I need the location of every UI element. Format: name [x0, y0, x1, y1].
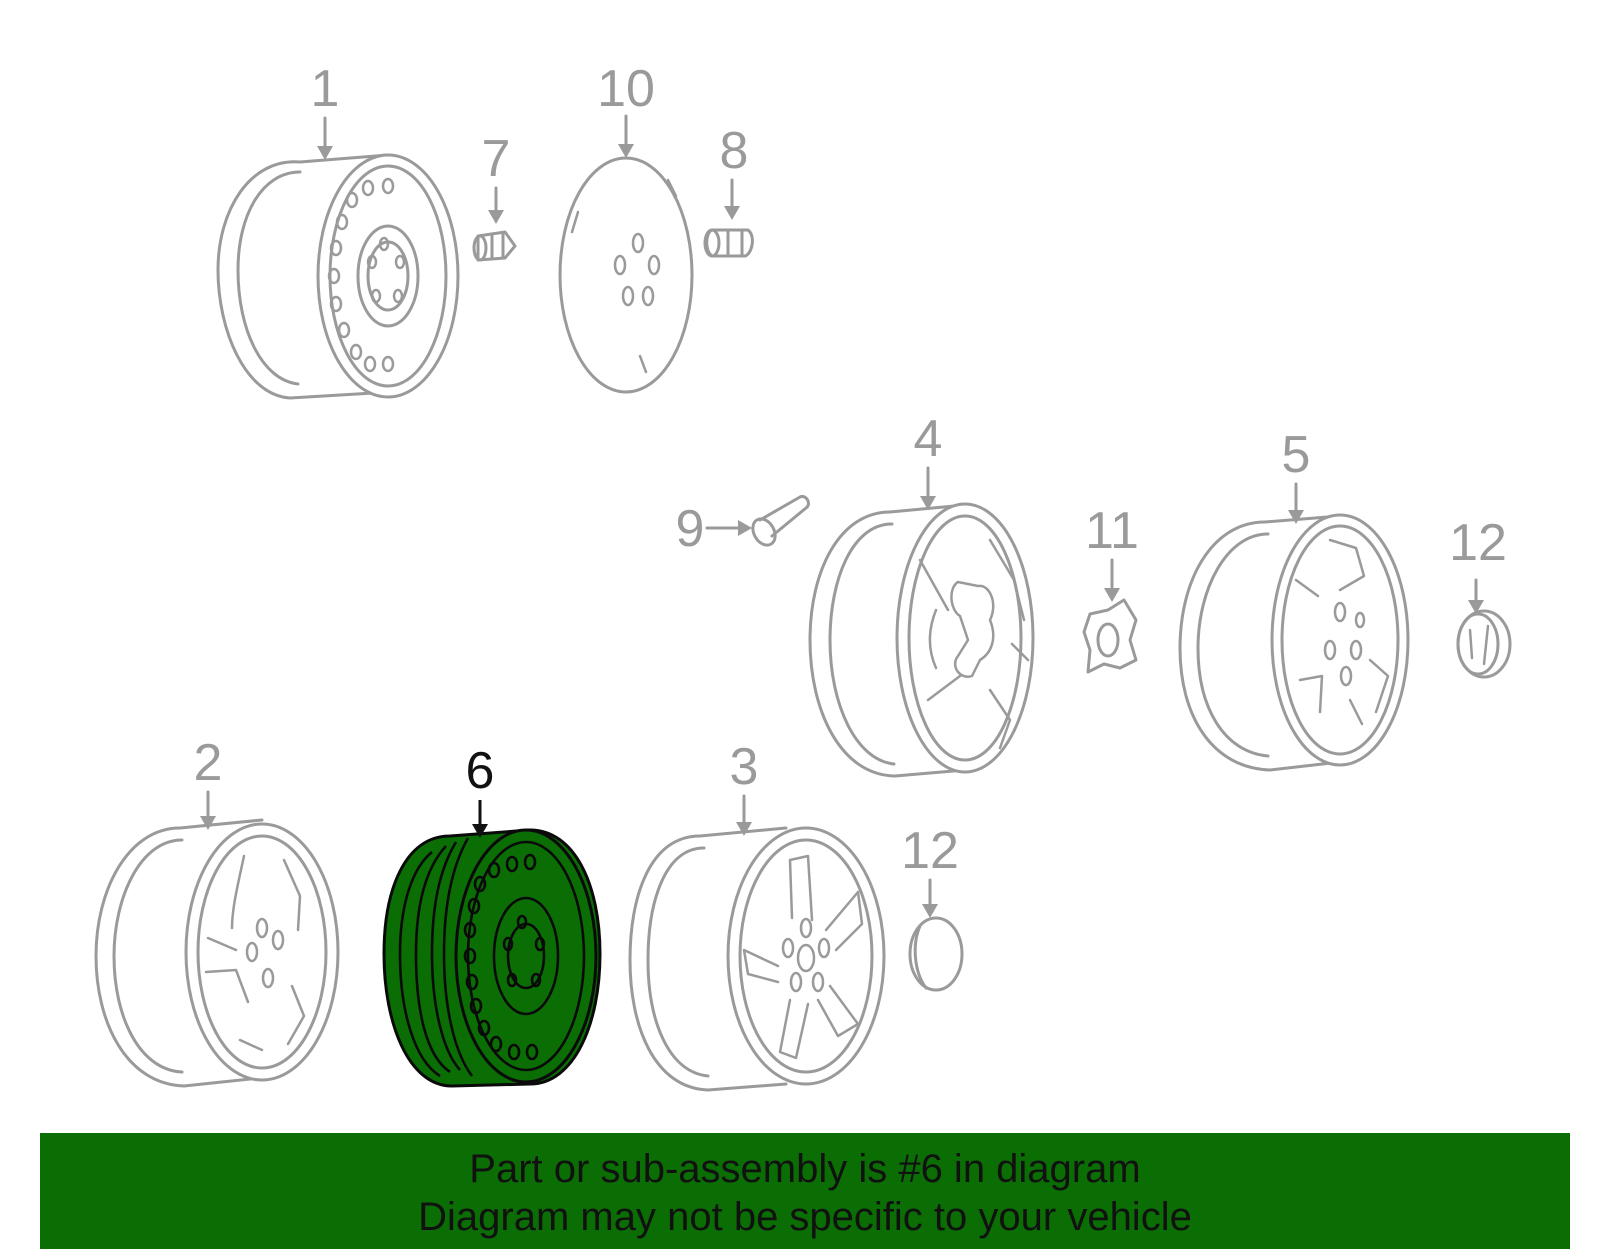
callout-3: 3 — [730, 738, 759, 796]
callout-1: 1 — [311, 60, 340, 118]
part-4-alloy-wheel[interactable] — [808, 466, 1035, 778]
part-12-center-cap-upper[interactable] — [1456, 578, 1512, 679]
part-7-lug-nut[interactable] — [472, 186, 517, 262]
callout-7: 7 — [482, 130, 511, 188]
callout-12-upper: 12 — [1449, 514, 1507, 572]
part-5-alloy-wheel[interactable] — [1178, 482, 1410, 772]
part-11-center-cap[interactable] — [1082, 558, 1138, 674]
part-3-alloy-wheel[interactable] — [628, 794, 886, 1092]
banner-line-1: Part or sub-assembly is #6 in diagram — [469, 1147, 1141, 1191]
callout-12-lower: 12 — [901, 822, 959, 880]
part-8-lug-nut[interactable] — [703, 178, 754, 258]
banner-line-2: Diagram may not be specific to your vehi… — [418, 1195, 1192, 1239]
part-2-alloy-wheel[interactable] — [94, 790, 340, 1088]
info-banner: Part or sub-assembly is #6 in diagram Di… — [40, 1133, 1570, 1249]
part-12-center-cap-lower[interactable] — [908, 878, 964, 992]
callout-9: 9 — [676, 500, 705, 558]
part-10-wheel-cover[interactable] — [558, 114, 694, 394]
part-6-steel-wheel-highlighted[interactable] — [382, 800, 602, 1088]
part-1-steel-wheel[interactable] — [216, 116, 460, 400]
callout-8: 8 — [720, 122, 749, 180]
callout-4: 4 — [914, 410, 943, 468]
callout-10: 10 — [597, 60, 655, 118]
part-9-bolt[interactable] — [705, 494, 810, 549]
callout-6: 6 — [466, 742, 495, 800]
callout-2: 2 — [194, 734, 223, 792]
callout-11: 11 — [1085, 502, 1139, 560]
callout-5: 5 — [1282, 426, 1311, 484]
